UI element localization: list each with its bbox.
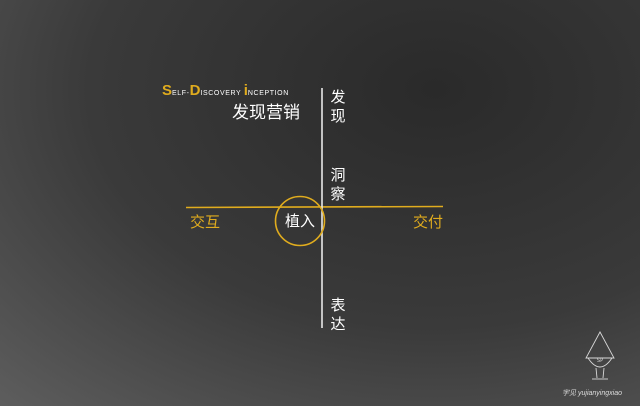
title-part-nception: NCEPTION	[247, 90, 289, 97]
title-part-iscovery: ISCOVERY	[200, 90, 244, 97]
title-letter-d: D	[189, 82, 201, 99]
label-expression-char-1: 表	[330, 296, 346, 314]
logo-icon: SP	[585, 331, 615, 380]
label-interaction: 交互	[190, 213, 221, 231]
label-discovery: 发 现	[328, 88, 348, 126]
label-insight-char-1: 洞	[330, 166, 346, 184]
logo-text: SP	[597, 358, 603, 364]
watermark: 宇见 yujianyingxiao	[562, 390, 622, 397]
title-part-elf: ELF-	[172, 90, 190, 97]
horizontal-axis	[185, 205, 444, 209]
title-letter-i: i	[243, 82, 248, 99]
label-expression-char-2: 达	[330, 315, 346, 333]
label-insight: 洞 察	[328, 166, 348, 204]
label-discovery-char-1: 发	[330, 88, 346, 106]
center-label-implant: 植入	[284, 212, 315, 230]
center-circle	[274, 195, 326, 247]
label-discovery-char-2: 现	[330, 107, 346, 125]
title-letter-s: S	[162, 82, 173, 99]
title-chinese: 发现营销	[232, 103, 300, 123]
label-expression: 表 达	[328, 296, 348, 334]
label-insight-char-2: 察	[330, 185, 346, 203]
title-english: SELF-DISCOVERY iNCEPTION	[162, 82, 289, 99]
label-delivery: 交付	[413, 213, 444, 231]
